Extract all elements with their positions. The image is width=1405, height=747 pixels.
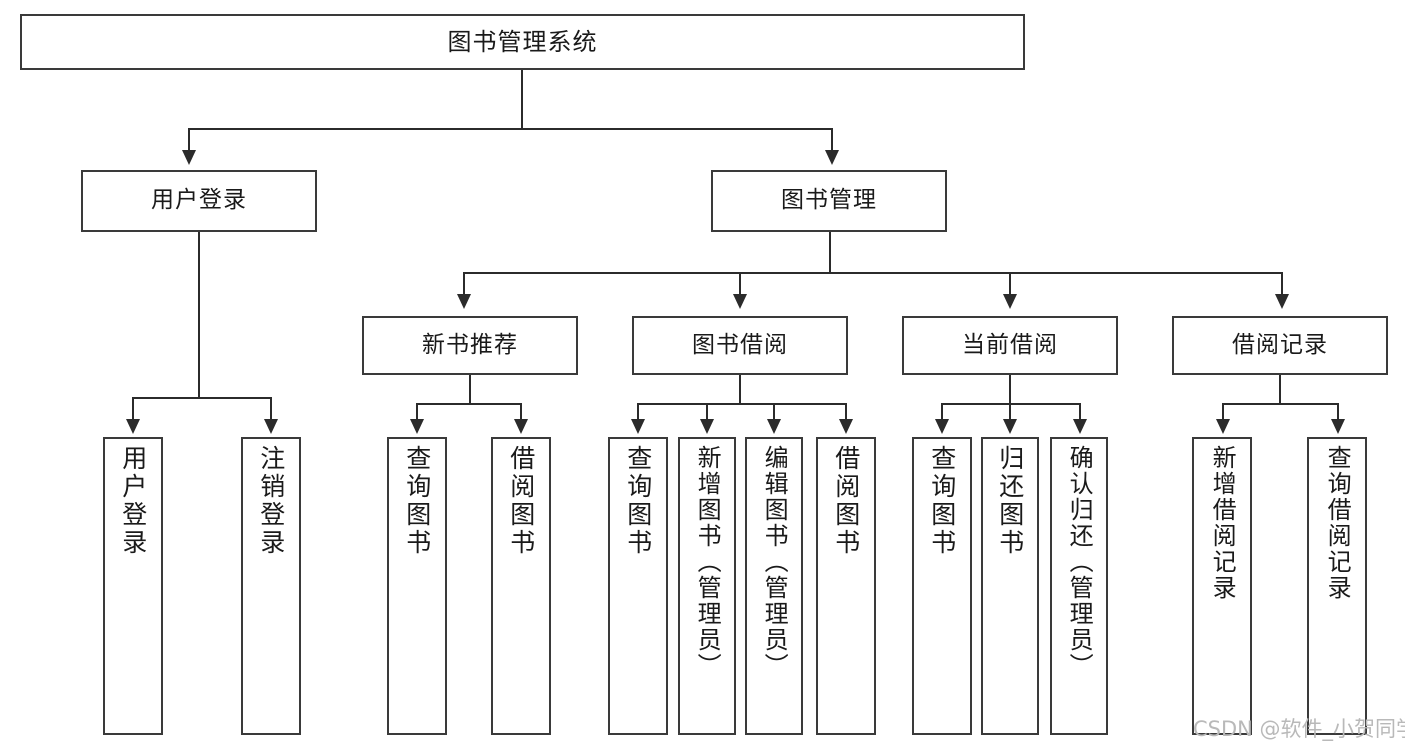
connector-book-management-stem (829, 232, 831, 272)
connector-bm-branch-3 (1009, 272, 1011, 296)
node-user-login[interactable]: 用户登录 (81, 170, 317, 232)
arrowhead-leaf-query-book-3 (935, 419, 949, 434)
connector-br-stem (1279, 375, 1281, 403)
node-leaf-query-borrow-record-label: 查询借阅记录 (1323, 445, 1352, 601)
connector-bb-branch-1 (637, 403, 639, 421)
arrowhead-leaf-query-book-2 (631, 419, 645, 434)
csdn-watermark: CSDN @软件_小贺同学 (1193, 717, 1405, 741)
arrowhead-leaf-edit-book-admin (767, 419, 781, 434)
node-leaf-query-book-2[interactable]: 查询图书 (608, 437, 668, 735)
node-leaf-user-login[interactable]: 用户登录 (103, 437, 163, 735)
node-leaf-borrow-book-1[interactable]: 借阅图书 (491, 437, 551, 735)
connector-nbr-branch-1 (416, 403, 418, 421)
node-leaf-borrow-book-1-label: 借阅图书 (506, 445, 536, 557)
connector-bm-branch-2 (739, 272, 741, 296)
connector-bb-bus (637, 403, 847, 405)
node-leaf-query-book-3[interactable]: 查询图书 (912, 437, 972, 735)
connector-nbr-stem (469, 375, 471, 403)
connector-bb-branch-3 (773, 403, 775, 421)
connector-cb-branch-2 (1009, 403, 1011, 421)
connector-root-bus (188, 128, 833, 130)
node-leaf-user-login-label: 用户登录 (118, 445, 148, 557)
node-leaf-query-borrow-record[interactable]: 查询借阅记录 (1307, 437, 1367, 735)
connector-cb-bus (941, 403, 1081, 405)
connector-bb-branch-4 (845, 403, 847, 421)
node-leaf-logout-login-label: 注销登录 (256, 445, 286, 557)
connector-user-login-bus (132, 397, 271, 399)
connector-cb-stem (1009, 375, 1011, 403)
node-user-login-label: 用户登录 (151, 187, 247, 214)
arrowhead-leaf-add-book-admin (700, 419, 714, 434)
arrowhead-to-book-management (825, 150, 839, 165)
arrowhead-leaf-add-borrow-record (1216, 419, 1230, 434)
node-leaf-return-book-label: 归还图书 (995, 445, 1025, 557)
node-root[interactable]: 图书管理系统 (20, 14, 1025, 70)
node-leaf-borrow-book-2[interactable]: 借阅图书 (816, 437, 876, 735)
node-leaf-query-book-1-label: 查询图书 (402, 445, 432, 557)
node-current-borrow-label: 当前借阅 (962, 331, 1058, 358)
connector-user-login-branch-1 (132, 397, 134, 421)
connector-bb-stem (739, 375, 741, 403)
arrowhead-book-borrow (733, 294, 747, 309)
node-leaf-add-borrow-record-label: 新增借阅记录 (1208, 445, 1237, 601)
node-leaf-edit-book-admin[interactable]: 编辑图书（管理员） (745, 437, 803, 735)
node-leaf-add-book-admin-label: 新增图书（管理员） (693, 445, 722, 679)
arrowhead-leaf-borrow-book-1 (514, 419, 528, 434)
node-leaf-return-book[interactable]: 归还图书 (981, 437, 1039, 735)
node-root-label: 图书管理系统 (447, 27, 598, 56)
node-leaf-borrow-book-2-label: 借阅图书 (831, 445, 861, 557)
node-book-borrow[interactable]: 图书借阅 (632, 316, 848, 375)
arrowhead-leaf-query-borrow-record (1331, 419, 1345, 434)
connector-user-login-branch-2 (270, 397, 272, 421)
connector-nbr-bus (416, 403, 522, 405)
connector-book-management-bus (463, 272, 1281, 274)
node-leaf-logout-login[interactable]: 注销登录 (241, 437, 301, 735)
connector-cb-branch-3 (1079, 403, 1081, 421)
node-leaf-confirm-return-admin-label: 确认归还（管理员） (1065, 445, 1094, 679)
connector-root-stem (521, 70, 523, 128)
node-new-book-recommend[interactable]: 新书推荐 (362, 316, 578, 375)
node-leaf-query-book-2-label: 查询图书 (623, 445, 653, 557)
node-borrow-record[interactable]: 借阅记录 (1172, 316, 1388, 375)
connector-root-to-book-management (831, 128, 833, 152)
connector-bb-branch-2 (706, 403, 708, 421)
arrowhead-leaf-borrow-book-2 (839, 419, 853, 434)
arrowhead-leaf-query-book-1 (410, 419, 424, 434)
connector-bm-branch-4 (1281, 272, 1283, 296)
connector-cb-branch-1 (941, 403, 943, 421)
node-borrow-record-label: 借阅记录 (1232, 331, 1328, 358)
arrowhead-leaf-logout-login (264, 419, 278, 434)
node-leaf-edit-book-admin-label: 编辑图书（管理员） (760, 445, 789, 679)
arrowhead-leaf-confirm-return-admin (1073, 419, 1087, 434)
connector-root-to-user-login (188, 128, 190, 152)
node-book-management[interactable]: 图书管理 (711, 170, 947, 232)
connector-user-login-stem (198, 232, 200, 397)
arrowhead-borrow-record (1275, 294, 1289, 309)
arrowhead-leaf-user-login (126, 419, 140, 434)
connector-bm-branch-1 (463, 272, 465, 296)
arrowhead-current-borrow (1003, 294, 1017, 309)
node-new-book-recommend-label: 新书推荐 (422, 331, 518, 358)
connector-nbr-branch-2 (520, 403, 522, 421)
arrowhead-leaf-return-book (1003, 419, 1017, 434)
node-book-borrow-label: 图书借阅 (692, 331, 788, 358)
node-current-borrow[interactable]: 当前借阅 (902, 316, 1118, 375)
node-book-management-label: 图书管理 (781, 187, 877, 214)
node-leaf-add-borrow-record[interactable]: 新增借阅记录 (1192, 437, 1252, 735)
node-leaf-confirm-return-admin[interactable]: 确认归还（管理员） (1050, 437, 1108, 735)
node-leaf-query-book-1[interactable]: 查询图书 (387, 437, 447, 735)
node-leaf-add-book-admin[interactable]: 新增图书（管理员） (678, 437, 736, 735)
connector-br-bus (1222, 403, 1339, 405)
node-leaf-query-book-3-label: 查询图书 (927, 445, 957, 557)
connector-br-branch-1 (1222, 403, 1224, 421)
arrowhead-to-user-login (182, 150, 196, 165)
arrowhead-new-book-recommend (457, 294, 471, 309)
connector-br-branch-2 (1337, 403, 1339, 421)
